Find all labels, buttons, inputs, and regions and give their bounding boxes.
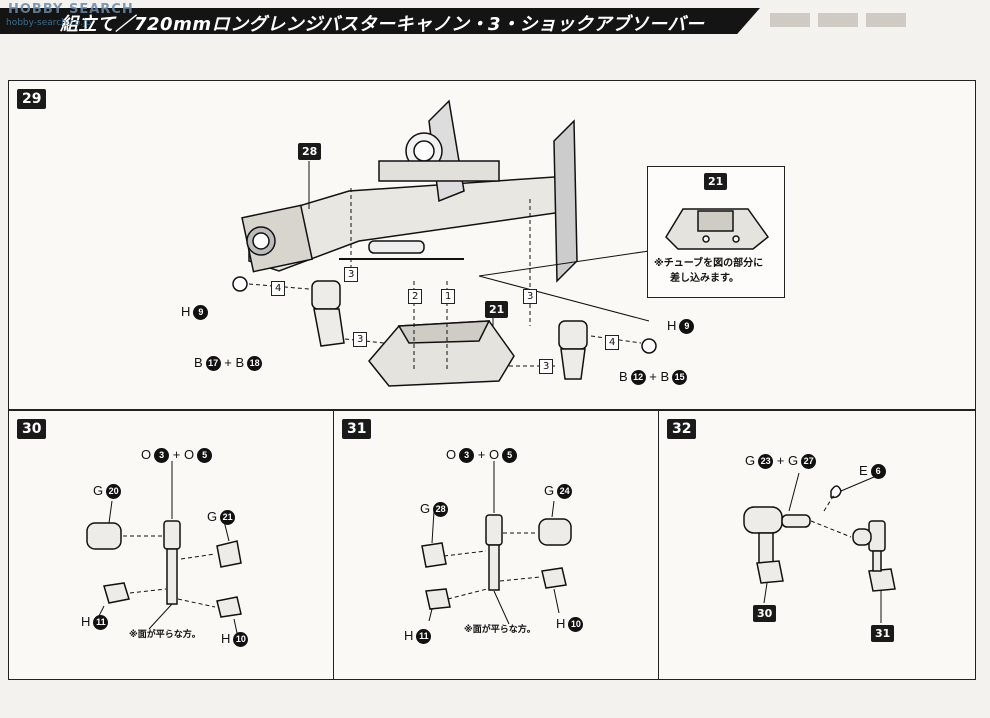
inset-drawing bbox=[665, 208, 770, 250]
step-31-drawing bbox=[421, 461, 572, 625]
step-29-panel: 29 bbox=[8, 80, 976, 410]
arrow-step-1: 1 bbox=[441, 289, 456, 304]
arrow-step-4-right: 4 bbox=[605, 335, 620, 350]
inset-note-line1: ※チューブを図の部分に bbox=[654, 258, 764, 269]
page-header: 組立て／720mmロングレンジバスターキャノン・3・ショックアブソーバー HOB… bbox=[0, 0, 990, 36]
arrow-step-3-top: 3 bbox=[344, 267, 359, 282]
part-30-label: 30 bbox=[753, 605, 777, 622]
part-31-label: 31 bbox=[871, 625, 895, 642]
inset-part-21: 21 bbox=[704, 173, 728, 190]
watermark-sub: hobby-search.co.jp bbox=[6, 18, 92, 28]
page-title: 組立て／720mmロングレンジバスターキャノン・3・ショックアブソーバー bbox=[60, 14, 705, 35]
flat-side-note: ※面が平らな方。 bbox=[464, 625, 536, 635]
header-bleed-through bbox=[770, 12, 980, 32]
arrow-step-3-left: 3 bbox=[353, 332, 368, 347]
step-29-drawing bbox=[232, 99, 657, 387]
step-number: 29 bbox=[17, 89, 47, 109]
step-30-drawing bbox=[86, 461, 242, 634]
arrow-step-4-left: 4 bbox=[271, 281, 286, 296]
arrow-step-3-right: 3 bbox=[523, 289, 538, 304]
tube-detail-inset: 21 ※チューブを図の部分に 差し込みます。 bbox=[647, 166, 785, 298]
step-32-drawing bbox=[743, 472, 896, 623]
inset-note-line2: 差し込みます。 bbox=[670, 273, 739, 284]
arrow-step-3-bottom: 3 bbox=[539, 359, 554, 374]
title-bar bbox=[0, 8, 760, 34]
watermark: HOBBY SEARCH bbox=[8, 2, 134, 17]
part-28-label: 28 bbox=[298, 143, 322, 160]
step-number: 31 bbox=[342, 419, 372, 439]
step-number: 30 bbox=[17, 419, 47, 439]
flat-side-note: ※面が平らな方。 bbox=[129, 630, 201, 640]
step-number: 32 bbox=[667, 419, 697, 439]
arrow-step-2: 2 bbox=[408, 289, 423, 304]
part-21-label: 21 bbox=[485, 301, 509, 318]
